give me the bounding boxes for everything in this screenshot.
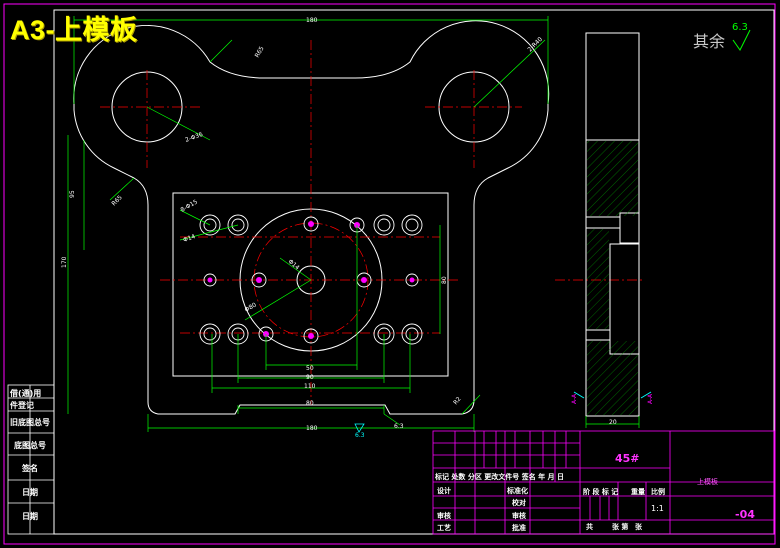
dimension-lines <box>67 16 549 432</box>
roughness-value: 6.3 <box>732 22 748 33</box>
tb-row-process: 工艺 <box>437 524 451 532</box>
dim-r-top-left: R65 <box>254 45 266 59</box>
tb-scale: 1:1 <box>651 504 664 513</box>
tb-row-design: 设计 <box>437 487 451 495</box>
dim-height-95: 95 <box>69 190 76 198</box>
tb-drawing-no: -04 <box>735 508 755 521</box>
drawing-title: A3-上模板 <box>10 15 138 45</box>
section-arrows <box>573 391 652 399</box>
dim-h-50: 50 <box>306 365 314 372</box>
roughness-symbol-bottom <box>354 423 365 433</box>
dim-top-width: 180 <box>306 17 318 24</box>
tb-total: 共 <box>586 523 593 531</box>
dim-bottom-width: 180 <box>306 425 318 432</box>
surface-note: 其余 <box>693 32 726 51</box>
tb-row-check: 审核 <box>437 512 451 520</box>
left-label-1: 件登记 <box>10 401 34 410</box>
dim-v-80: 80 <box>441 276 448 284</box>
left-side-column <box>7 384 55 535</box>
bolt-holes <box>199 214 423 345</box>
dim-slot-80: 80 <box>306 400 314 407</box>
outer-frame <box>3 3 776 545</box>
left-label-3: 底图总号 <box>14 441 46 450</box>
centerlines <box>100 40 645 405</box>
left-label-0: 借(通)用 <box>10 389 42 398</box>
tb-material: 45# <box>615 452 640 465</box>
left-label-6: 日期 <box>22 512 38 521</box>
dim-r-corner: R2 <box>452 396 463 407</box>
dim-counterbore: Φ14 <box>182 233 196 244</box>
dim-h-90: 90 <box>306 374 314 381</box>
dim-hole-dia: 2-Φ36 <box>184 131 204 144</box>
dim-h-110: 110 <box>304 383 316 390</box>
hole-highlights <box>207 221 415 339</box>
side-hatching <box>587 141 638 415</box>
tb-row-std: 标准化 <box>507 487 528 495</box>
tb-sheet: 张 第 <box>612 523 629 531</box>
tb-header-row: 标记 处数 分区 更改文件号 签名 年 月 日 <box>435 473 565 481</box>
side-dimensions <box>585 416 640 428</box>
left-label-2: 旧底图总号 <box>10 418 50 427</box>
rough-bottom-1: 6.3 <box>355 432 365 439</box>
left-label-5: 日期 <box>22 488 38 497</box>
tb-col-scale: 比例 <box>651 488 665 496</box>
tb-proof: 校对 <box>512 499 526 507</box>
tb-col-stage: 阶 段 标 记 <box>583 488 619 496</box>
rough-bottom-2: 6.3 <box>394 423 404 430</box>
tb-approve: 批准 <box>512 524 526 532</box>
left-label-4: 签名 <box>22 464 38 473</box>
dim-bolt-circle: Φ80 <box>244 301 258 313</box>
title-block <box>432 430 775 535</box>
dim-r-side: R65 <box>110 194 123 207</box>
side-tag-left: A-A <box>571 393 578 404</box>
tb-audit: 审核 <box>512 512 526 520</box>
side-tag-right: A-A <box>647 393 654 404</box>
tb-part-name: 上模板 <box>697 478 718 486</box>
dim-small-holes: 8-Φ15 <box>180 198 200 213</box>
inner-frame <box>53 9 775 535</box>
tb-col-weight: 重量 <box>631 488 645 496</box>
roughness-symbol <box>732 29 751 51</box>
dim-height-170: 170 <box>61 256 68 268</box>
dim-center-hole: Φ14 <box>287 258 301 271</box>
dim-side-width: 20 <box>609 419 617 426</box>
tb-sheet2: 张 <box>635 523 642 531</box>
